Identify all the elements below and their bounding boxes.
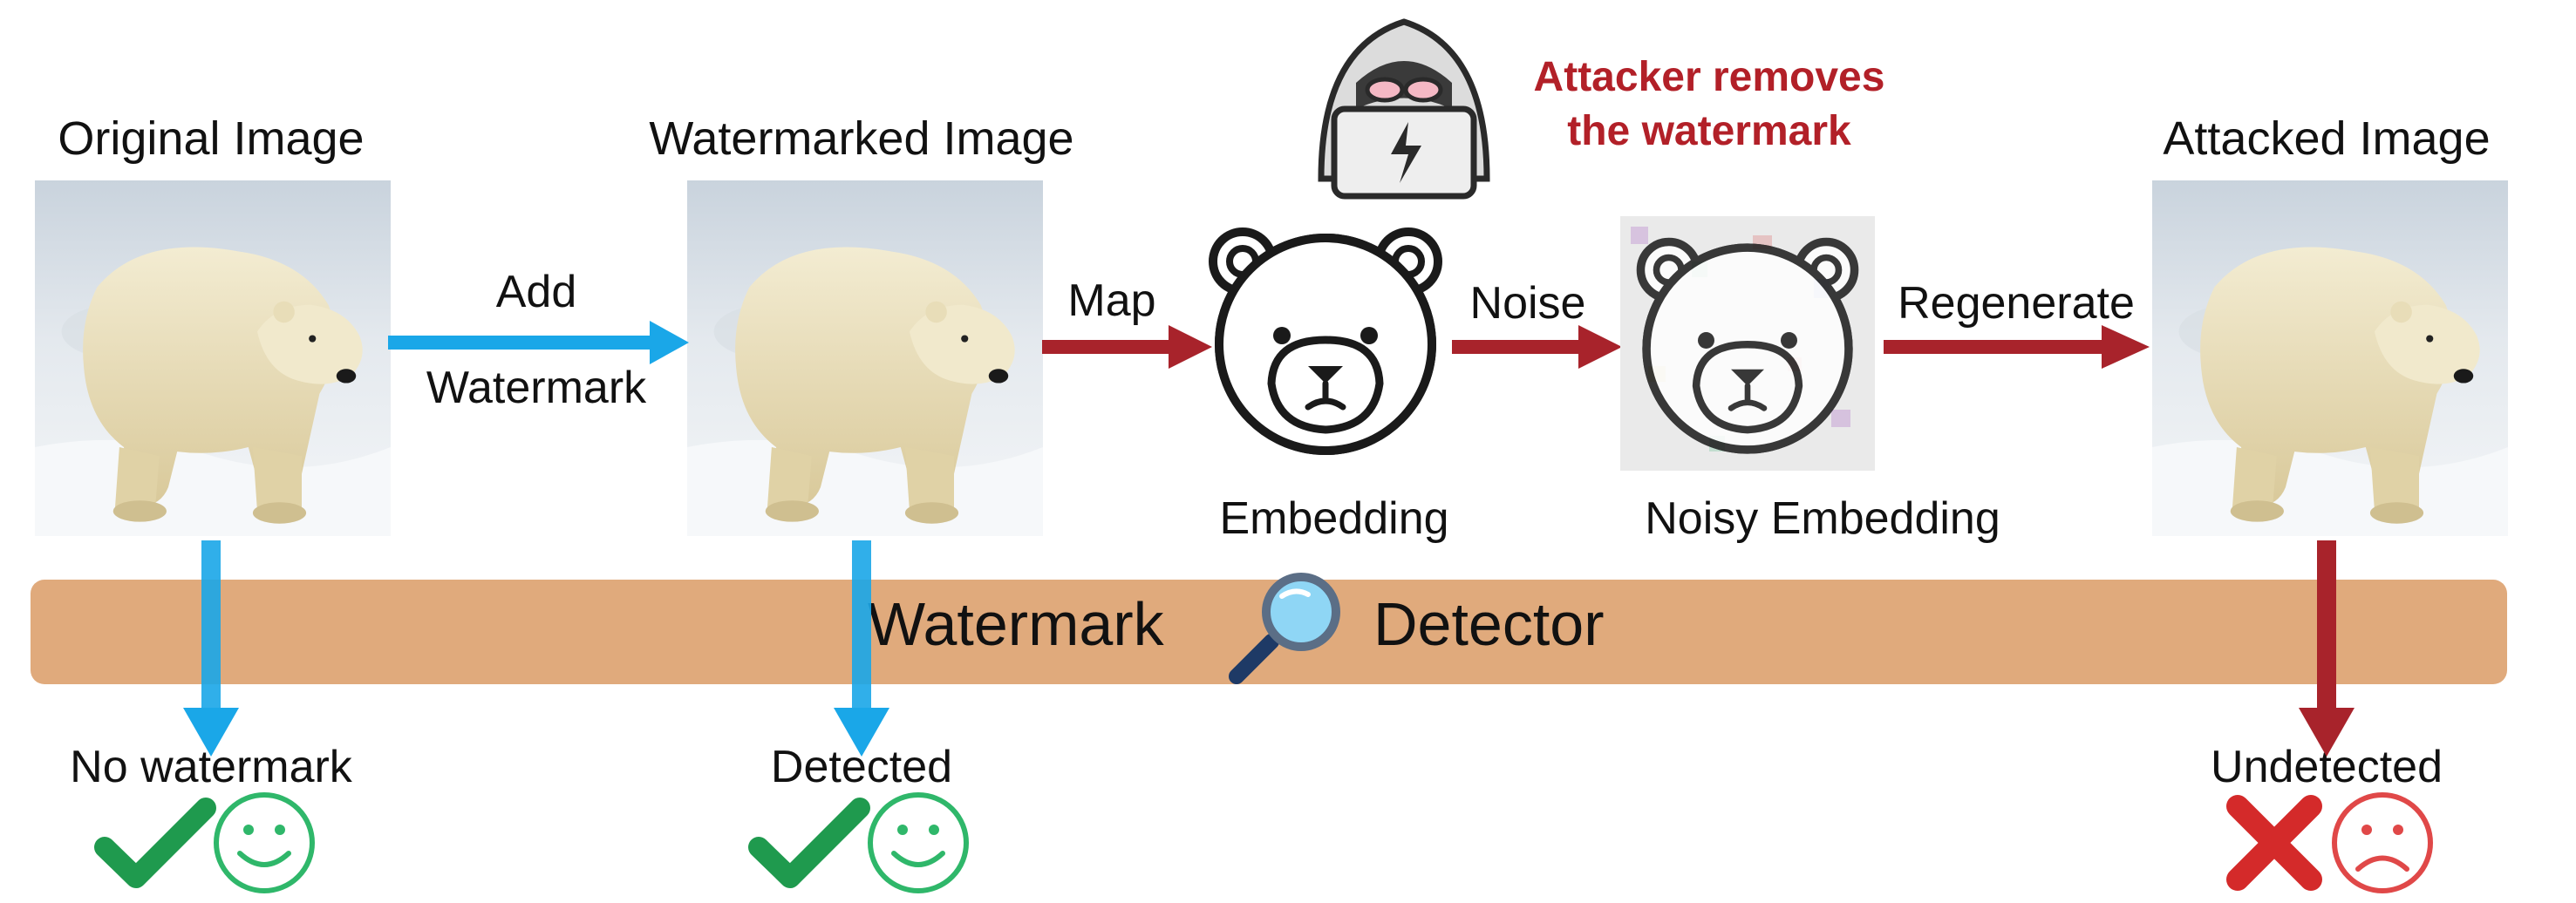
watermarked-image bbox=[687, 180, 1043, 536]
noise-arrow-label: Noise bbox=[1469, 278, 1586, 329]
detector-word-detector: Detector bbox=[1373, 590, 1605, 658]
map-arrow-label: Map bbox=[1067, 275, 1156, 326]
smile-icon bbox=[216, 795, 312, 891]
noisy-embedding-label: Noisy Embedding bbox=[1645, 493, 2000, 544]
attacker-caption: Attacker removes the watermark bbox=[1482, 51, 1936, 159]
original-image bbox=[35, 180, 391, 536]
hacker-icon bbox=[1318, 18, 1490, 200]
regenerate-arrow bbox=[1884, 325, 2150, 369]
regenerate-arrow-label: Regenerate bbox=[1898, 278, 2135, 329]
cross-icon bbox=[2226, 795, 2322, 891]
original-image-title: Original Image bbox=[58, 112, 365, 165]
attacker-caption-line1: Attacker removes bbox=[1533, 54, 1885, 100]
watermarked-image-title: Watermarked Image bbox=[649, 112, 1074, 165]
noisy-bear-face-icon bbox=[1620, 216, 1875, 471]
watermarked-detect-arrow bbox=[834, 540, 889, 757]
check-icon bbox=[105, 808, 206, 878]
add-watermark-arrow bbox=[388, 321, 689, 364]
magnifier-icon bbox=[1229, 573, 1340, 684]
attacked-image-title: Attacked Image bbox=[2163, 112, 2491, 165]
frown-icon bbox=[2332, 792, 2433, 893]
check-icon bbox=[759, 808, 860, 878]
detector-word-watermark: Watermark bbox=[868, 590, 1164, 658]
map-arrow bbox=[1042, 325, 1212, 369]
noise-arrow bbox=[1452, 325, 1622, 369]
original-detect-arrow bbox=[183, 540, 239, 757]
smile-icon bbox=[870, 795, 966, 891]
bear-face-icon bbox=[1213, 232, 1438, 451]
attacked-image bbox=[2152, 180, 2508, 536]
embedding-label: Embedding bbox=[1219, 493, 1449, 544]
add-arrow-label: Add bbox=[495, 267, 577, 317]
attacker-caption-line2: the watermark bbox=[1567, 108, 1851, 154]
attacked-detect-arrow bbox=[2299, 540, 2355, 757]
watermark-arrow-label: Watermark bbox=[426, 363, 647, 413]
